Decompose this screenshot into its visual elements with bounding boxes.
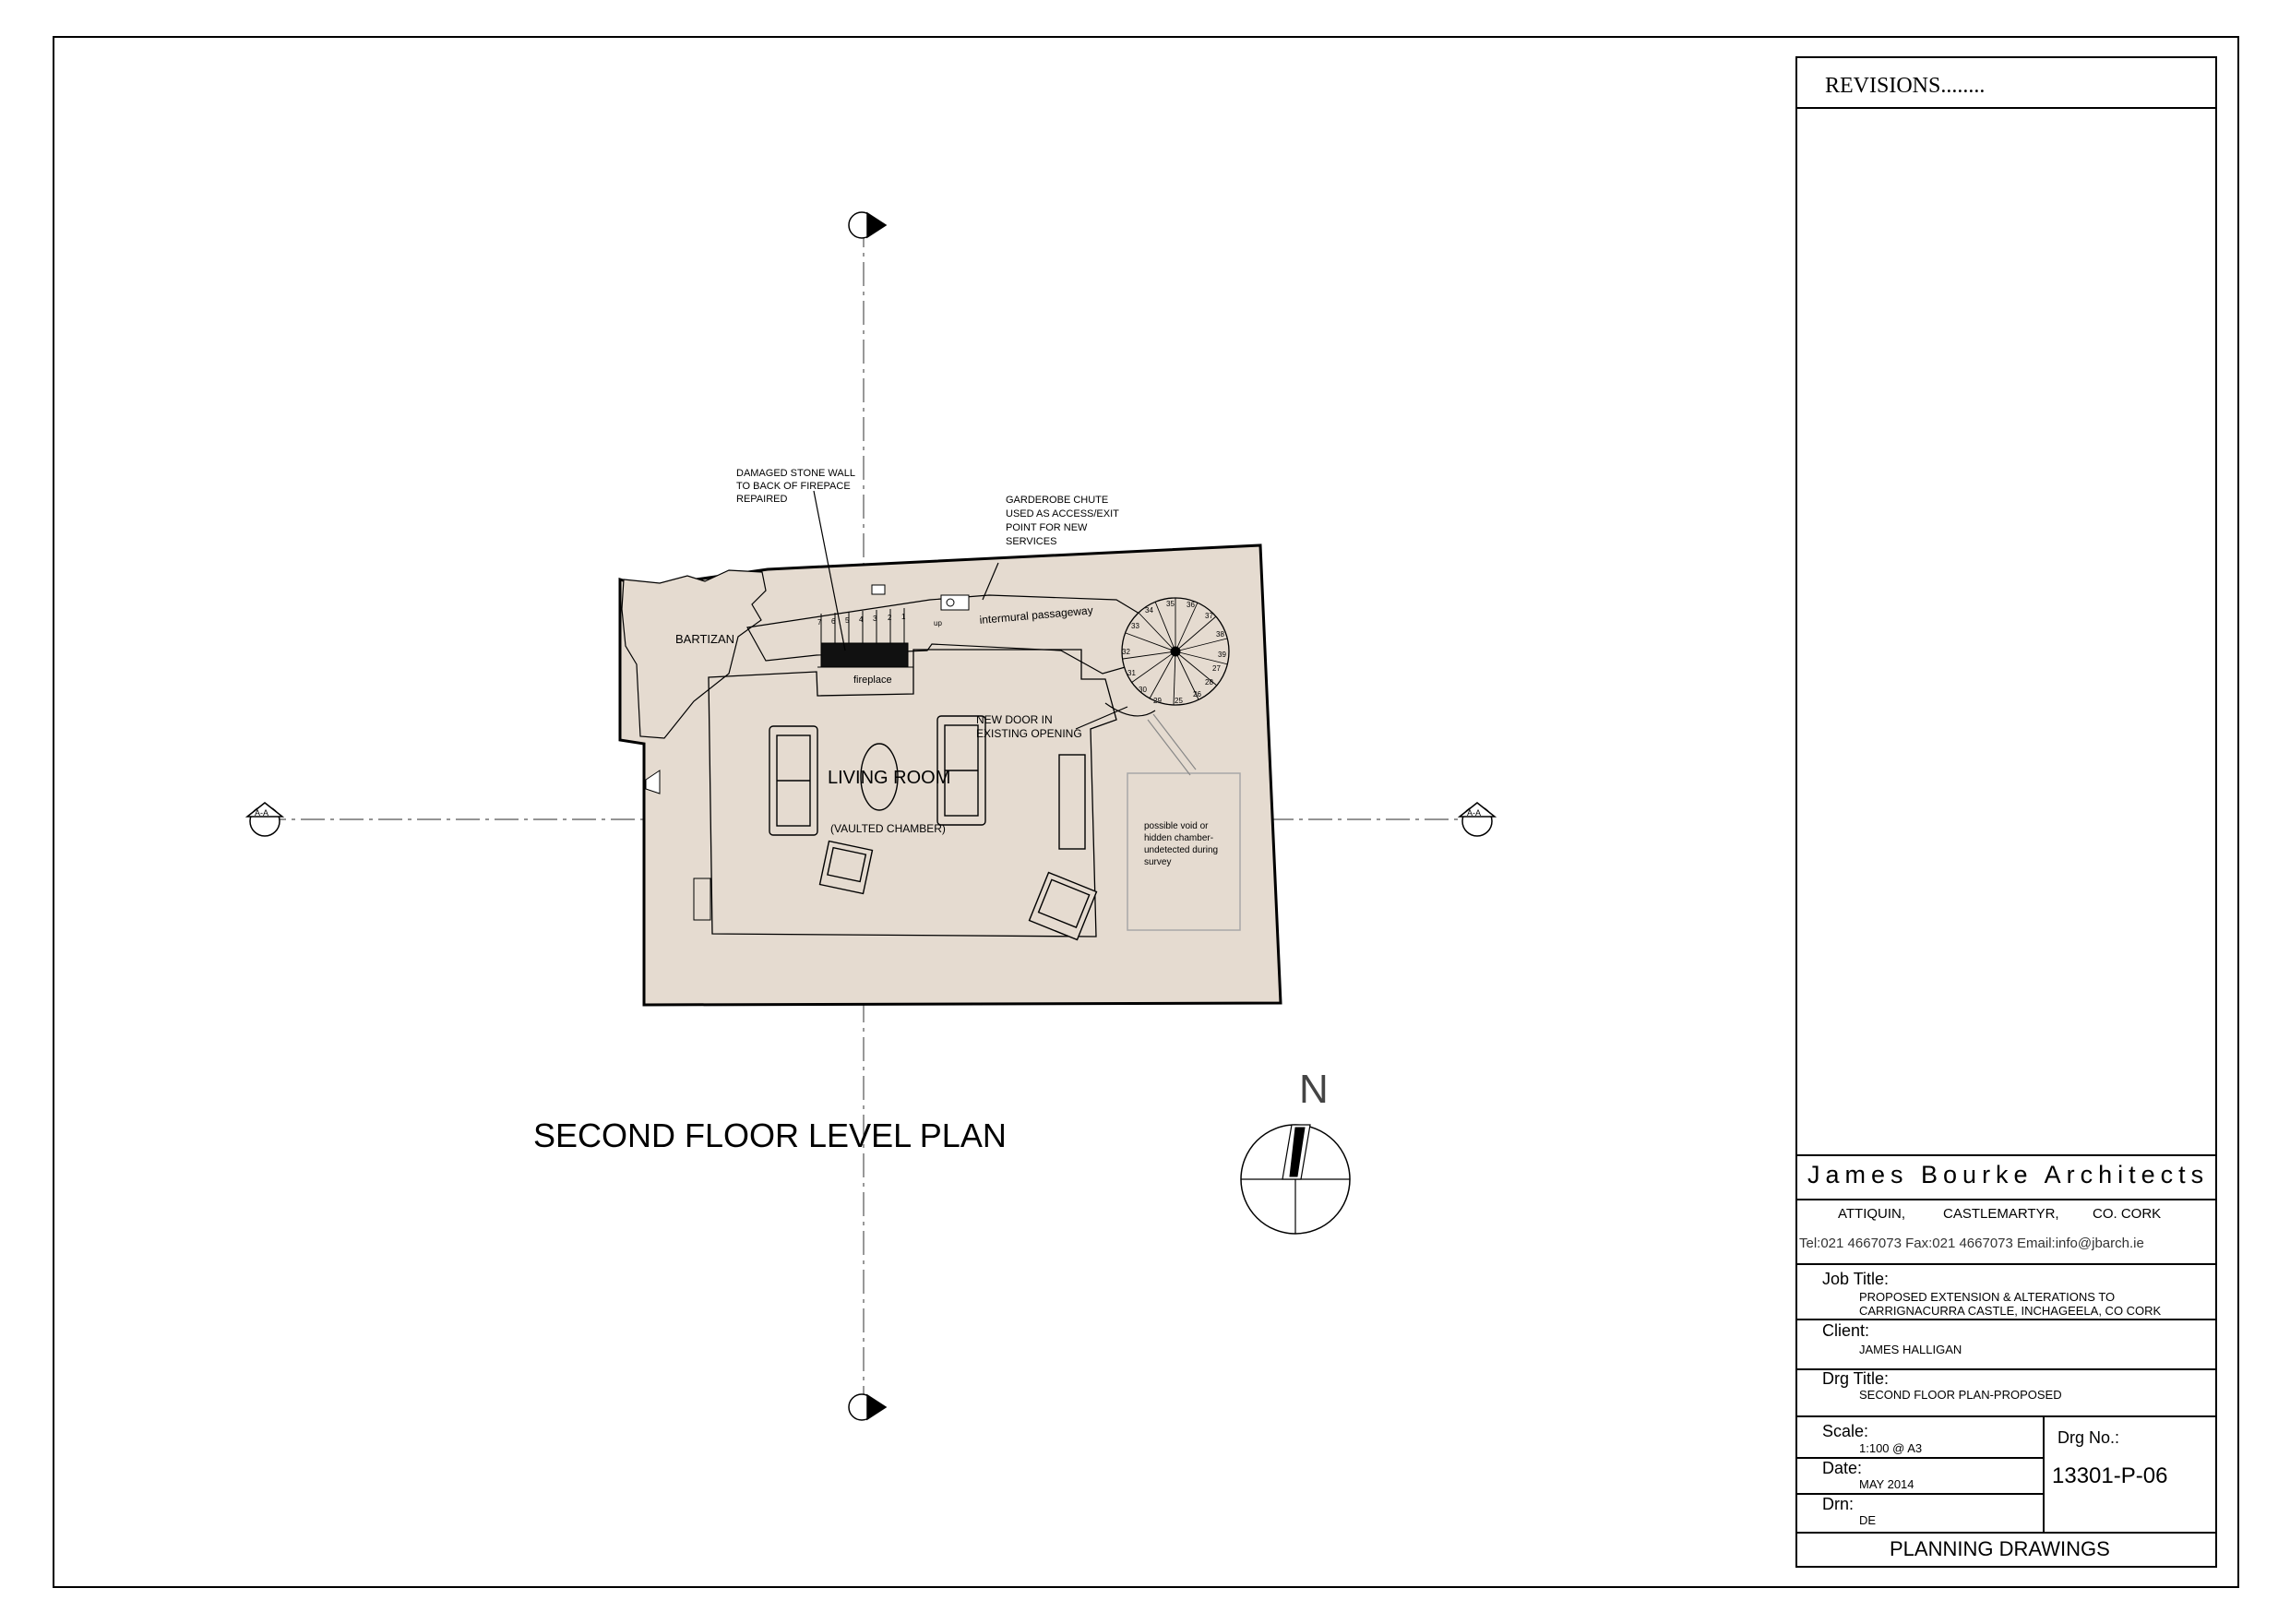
svg-text:36: 36 <box>1187 601 1195 609</box>
svg-text:2: 2 <box>888 614 892 622</box>
drg-title-value: SECOND FLOOR PLAN-PROPOSED <box>1859 1388 2062 1402</box>
job-title-line1: PROPOSED EXTENSION & ALTERATIONS TO <box>1859 1290 2116 1304</box>
svg-text:27: 27 <box>1212 664 1221 673</box>
note-garderobe-line2: USED AS ACCESS/EXIT <box>1006 508 1119 519</box>
note-void-line3: undetected during <box>1144 845 1218 855</box>
room-sub-label: (VAULTED CHAMBER) <box>830 822 946 835</box>
north-arrow <box>1240 1124 1351 1235</box>
note-new-door-line2: EXISTING OPENING <box>976 727 1082 740</box>
section-aa-right: A-A <box>1467 808 1481 818</box>
note-stone-wall-line3: REPAIRED <box>736 494 787 505</box>
leader-lines <box>813 490 1128 730</box>
fireplace-label: fireplace <box>853 675 892 686</box>
svg-text:3: 3 <box>873 615 877 623</box>
note-garderobe-line4: SERVICES <box>1006 536 1056 547</box>
revisions-label: REVISIONS........ <box>1825 74 1986 98</box>
drg-no-label: Drg No.: <box>2057 1428 2120 1447</box>
svg-text:1: 1 <box>901 613 906 621</box>
svg-text:32: 32 <box>1122 648 1130 656</box>
note-stone-wall-line2: TO BACK OF FIREPACE <box>736 481 851 492</box>
address-county: CO. CORK <box>2093 1206 2162 1222</box>
north-label: N <box>1299 1067 1329 1112</box>
section-bb-top: B-B <box>866 219 875 231</box>
svg-text:25: 25 <box>1175 697 1183 705</box>
armchair-right <box>1028 871 1098 941</box>
spiral-stair <box>1104 597 1230 776</box>
svg-text:6: 6 <box>831 617 836 626</box>
svg-text:34: 34 <box>1145 606 1153 615</box>
svg-text:33: 33 <box>1131 622 1139 630</box>
svg-text:39: 39 <box>1218 651 1226 659</box>
date-label: Date: <box>1822 1459 1863 1477</box>
client-label: Client: <box>1822 1321 1870 1340</box>
note-void-line4: survey <box>1144 857 1171 867</box>
svg-text:35: 35 <box>1166 600 1175 608</box>
footer-planning-drawings: PLANNING DRAWINGS <box>1890 1537 2110 1560</box>
note-garderobe-line3: POINT FOR NEW <box>1006 522 1088 533</box>
client-value: JAMES HALLIGAN <box>1859 1343 1962 1356</box>
drg-no-value: 13301-P-06 <box>2052 1463 2168 1488</box>
sideboard <box>1058 754 1086 850</box>
svg-text:29: 29 <box>1153 697 1162 705</box>
note-stone-wall-line1: DAMAGED STONE WALL <box>736 468 855 479</box>
note-new-door-line1: NEW DOOR IN <box>976 713 1053 726</box>
address-town: ATTIQUIN, <box>1838 1206 1906 1222</box>
svg-text:7: 7 <box>817 618 822 627</box>
drn-value: DE <box>1859 1513 1877 1527</box>
drn-label: Drn: <box>1822 1495 1855 1513</box>
svg-text:31: 31 <box>1127 669 1136 677</box>
bartizan-label: BARTIZAN <box>675 632 734 646</box>
note-garderobe-line1: GARDEROBE CHUTE <box>1006 495 1108 506</box>
stair-numbers-left: 7 6 5 4 3 2 1 <box>817 613 906 627</box>
stair-numbers-spiral: 34 35 36 37 38 39 33 32 31 30 29 28 27 2… <box>1122 600 1226 705</box>
up-label: up <box>934 619 942 627</box>
svg-text:38: 38 <box>1216 630 1224 639</box>
svg-text:37: 37 <box>1205 612 1213 620</box>
svg-text:28: 28 <box>1205 678 1213 687</box>
address-village: CASTLEMARTYR, <box>1943 1206 2059 1222</box>
contact-line: Tel:021 4667073 Fax:021 4667073 Email:in… <box>1799 1236 2144 1251</box>
plan-title: SECOND FLOOR LEVEL PLAN <box>533 1116 1007 1154</box>
section-bb-bottom: B-B <box>866 1401 875 1413</box>
furniture <box>769 715 1098 941</box>
room-name-label: LIVING ROOM <box>828 768 950 788</box>
job-title-line2: CARRIGNACURRA CASTLE, INCHAGEELA, CO COR… <box>1859 1304 2162 1318</box>
date-value: MAY 2014 <box>1859 1477 1914 1491</box>
firm-name: James Bourke Architects <box>1807 1161 2210 1188</box>
sheet-border <box>53 36 2239 1588</box>
title-block-frame <box>1795 56 2217 1568</box>
svg-text:26: 26 <box>1193 690 1201 699</box>
coffee-table <box>860 743 899 811</box>
section-aa-left: A-A <box>255 808 268 818</box>
svg-text:5: 5 <box>845 616 850 625</box>
armchair-left <box>818 840 874 895</box>
svg-text:30: 30 <box>1139 686 1147 694</box>
scale-value: 1:100 @ A3 <box>1859 1441 1923 1455</box>
note-void-line1: possible void or <box>1144 821 1209 831</box>
drg-title-label: Drg Title: <box>1822 1369 1890 1388</box>
svg-text:4: 4 <box>859 615 864 624</box>
note-void-line2: hidden chamber- <box>1144 833 1213 843</box>
scale-label: Scale: <box>1822 1422 1869 1440</box>
job-title-label: Job Title: <box>1822 1270 1890 1288</box>
section-markers <box>245 211 1497 1421</box>
